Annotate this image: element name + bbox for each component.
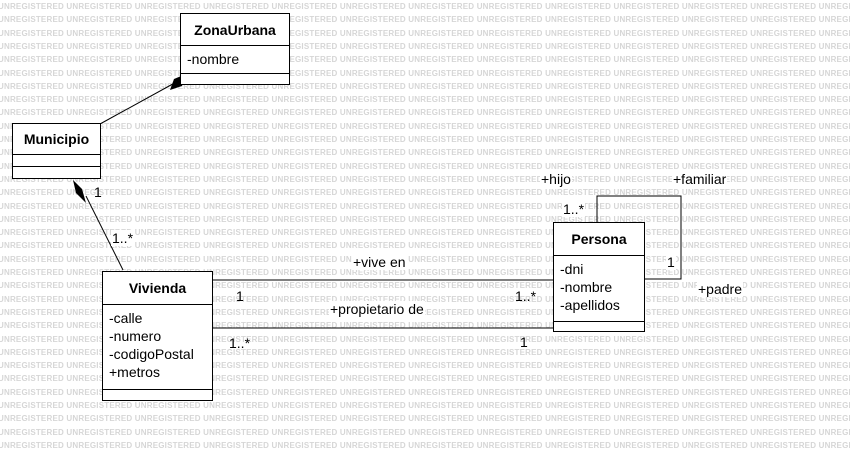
persona-self-link <box>596 195 682 280</box>
attribute-compartment: -dni -nombre -apellidos <box>554 256 644 322</box>
composition-diamond-municipio <box>73 180 86 203</box>
attribute: -dni <box>560 261 584 277</box>
attribute: +metros <box>109 364 160 380</box>
multiplicity-propietario-vivienda: 1..* <box>229 335 251 351</box>
attribute: -codigoPostal <box>109 346 194 362</box>
attribute: -nombre <box>560 279 613 295</box>
multiplicity-municipio-end: 1 <box>94 184 102 200</box>
class-name: Persona <box>554 223 644 256</box>
attribute-compartment: -calle -numero -codigoPostal +metros <box>103 305 212 390</box>
multiplicity-vive-en-vivienda: 1 <box>236 288 244 304</box>
multiplicity-hijo: 1..* <box>562 201 586 217</box>
class-name: ZonaUrbana <box>181 14 289 46</box>
multiplicity-vivienda-end: 1..* <box>111 230 135 246</box>
attribute: -apellidos <box>560 297 620 313</box>
attribute-compartment: -nombre <box>181 46 289 74</box>
multiplicity-propietario-persona: 1 <box>520 334 528 350</box>
attribute: -calle <box>109 310 143 326</box>
class-persona[interactable]: Persona -dni -nombre -apellidos <box>553 222 645 332</box>
role-vive-en: +vive en <box>352 254 407 270</box>
class-municipio[interactable]: Municipio <box>12 123 101 179</box>
municipio-vivienda-link <box>85 195 124 271</box>
class-zonaurbana[interactable]: ZonaUrbana -nombre <box>180 13 290 85</box>
attribute-compartment <box>13 155 100 167</box>
role-propietario-de: +propietario de <box>329 301 425 317</box>
zonaurbana-municipio-link <box>99 79 181 125</box>
class-name: Vivienda <box>103 272 212 305</box>
role-familiar: +familiar <box>672 171 728 187</box>
attribute: -nombre <box>187 51 240 67</box>
multiplicity-padre: 1 <box>666 254 676 270</box>
role-padre: +padre <box>697 281 743 297</box>
role-hijo: +hijo <box>540 171 572 187</box>
attribute: -numero <box>109 328 162 344</box>
class-name: Municipio <box>13 124 100 155</box>
multiplicity-vive-en-persona: 1..* <box>515 288 537 304</box>
class-vivienda[interactable]: Vivienda -calle -numero -codigoPostal +m… <box>102 271 213 401</box>
